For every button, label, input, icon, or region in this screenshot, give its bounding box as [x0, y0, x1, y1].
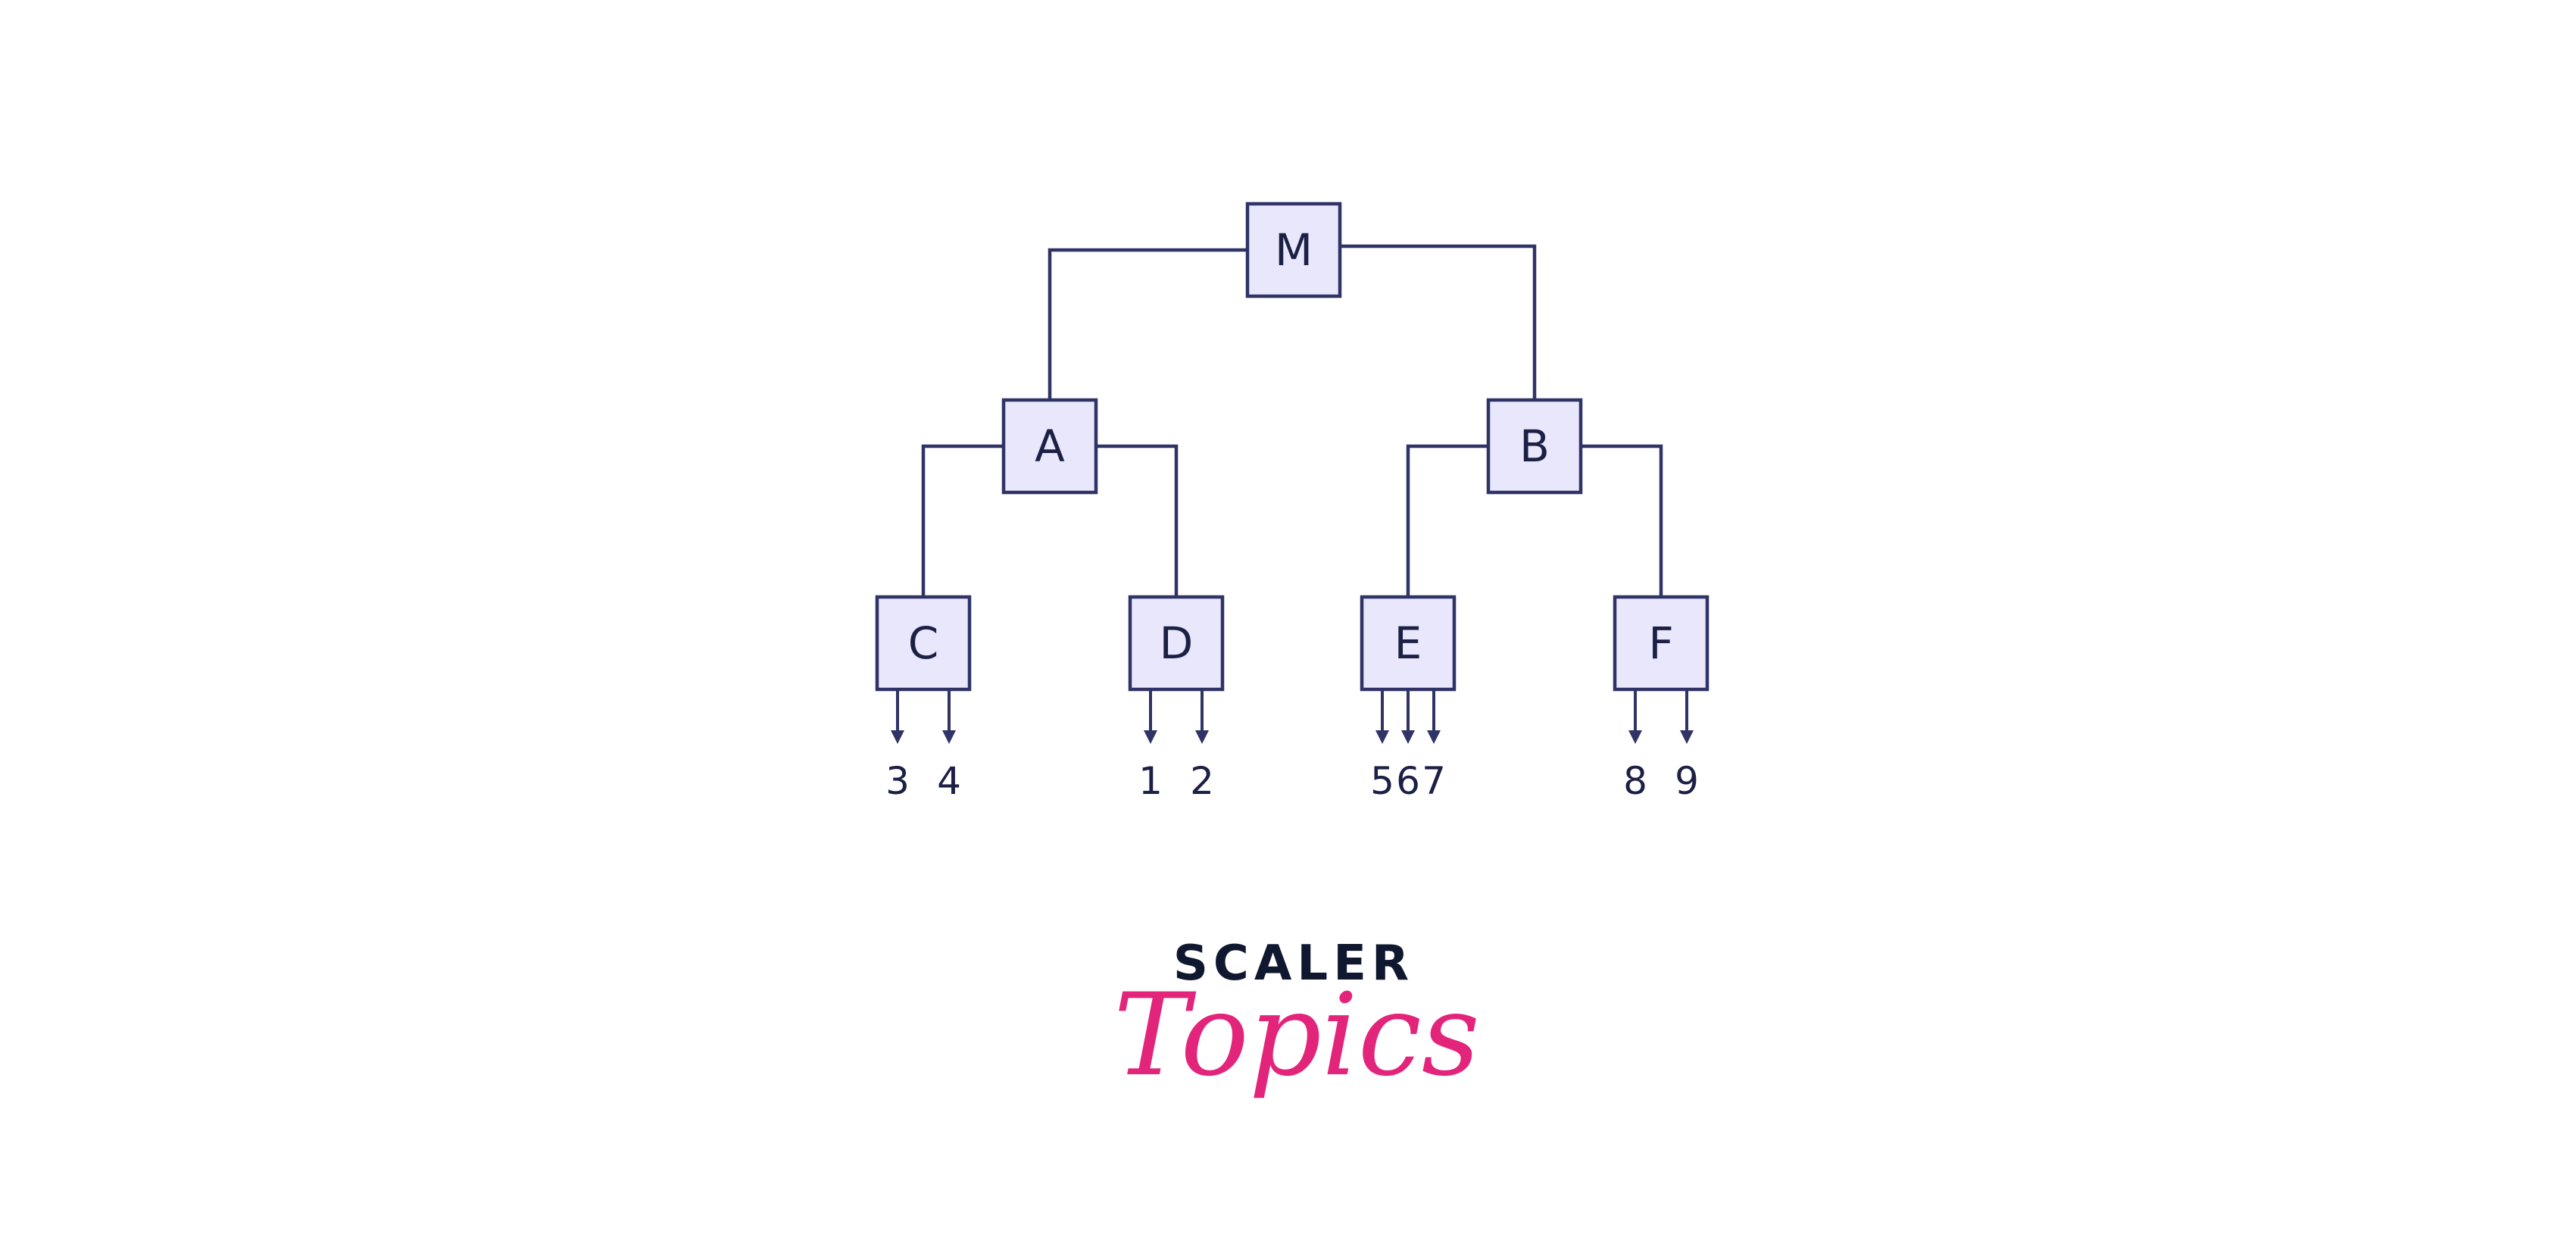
- arrow-head: [1680, 730, 1694, 744]
- leaf-label: 6: [1396, 759, 1420, 803]
- leaf-label: 1: [1138, 759, 1163, 803]
- node-a: A: [1001, 398, 1098, 495]
- edge-b-f: [1581, 444, 1663, 597]
- node-c: C: [875, 595, 972, 692]
- edge-b-e: [1406, 444, 1488, 597]
- leaves-e: 5 6 7: [1370, 689, 1446, 803]
- edge-m-a: [1048, 248, 1247, 400]
- leaf-label: 3: [885, 759, 910, 803]
- leaf-label: 5: [1370, 759, 1394, 803]
- node-f: F: [1613, 595, 1710, 692]
- leaves-c: 3 4: [885, 689, 961, 803]
- node-f-box: [1613, 595, 1710, 692]
- leaf-label: 8: [1623, 759, 1647, 803]
- node-d: D: [1128, 595, 1225, 692]
- node-c-box: [875, 595, 972, 692]
- node-m: M: [1245, 202, 1342, 298]
- arrow-head: [1427, 730, 1441, 744]
- node-e-label: E: [1394, 617, 1422, 669]
- leaf-label: 4: [937, 759, 961, 803]
- node-d-label: D: [1160, 617, 1194, 669]
- scaler-topics-logo: SCALER Topics: [1113, 936, 1480, 1102]
- leaves-f: 8 9: [1623, 689, 1699, 803]
- logo-topics-text: Topics: [1113, 970, 1480, 1102]
- node-f-label: F: [1648, 617, 1673, 669]
- arrow-head: [1628, 730, 1642, 744]
- leaf-label: 2: [1190, 759, 1214, 803]
- tree-edges: [921, 244, 1663, 597]
- logo-scaler-text: SCALER: [1173, 936, 1414, 992]
- node-a-box: [1001, 398, 1098, 495]
- node-m-label: M: [1275, 224, 1313, 276]
- node-b-box: [1486, 398, 1583, 495]
- leaf-label: 9: [1675, 759, 1699, 803]
- node-d-box: [1128, 595, 1225, 692]
- arrow-head: [1375, 730, 1389, 744]
- node-b-label: B: [1519, 420, 1550, 472]
- node-e-box: [1360, 595, 1457, 692]
- leaves-d: 1 2: [1138, 689, 1214, 803]
- edge-a-c: [921, 444, 1004, 597]
- leaf-label: 7: [1422, 759, 1446, 803]
- edge-m-b: [1340, 244, 1537, 400]
- edge-a-d: [1096, 444, 1179, 597]
- node-c-label: C: [908, 617, 939, 669]
- arrow-head: [1144, 730, 1157, 744]
- arrow-head: [1195, 730, 1209, 744]
- node-a-label: A: [1035, 420, 1065, 472]
- node-b: B: [1486, 398, 1583, 495]
- arrow-head: [942, 730, 956, 744]
- arrow-head: [1401, 730, 1415, 744]
- node-m-box: [1245, 202, 1342, 298]
- node-e: E: [1360, 595, 1457, 692]
- arrow-head: [891, 730, 904, 744]
